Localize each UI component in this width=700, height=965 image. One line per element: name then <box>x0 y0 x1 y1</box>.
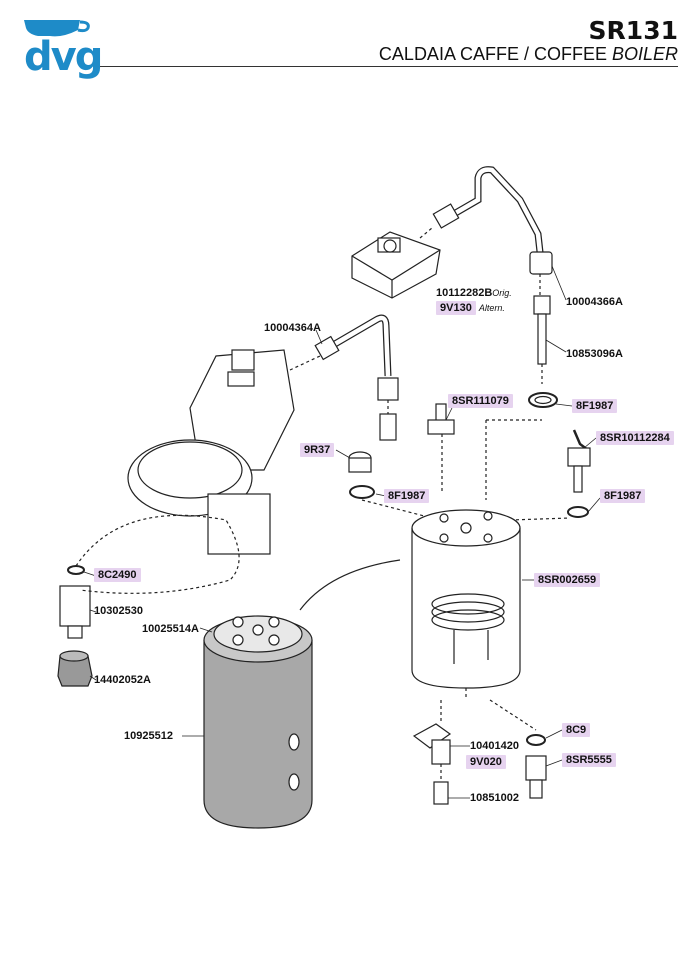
label-8F1987-top: 8F1987 <box>572 399 618 413</box>
label-8F1987-left: 8F1987 <box>384 489 430 503</box>
pipe-assembly-right <box>432 166 553 296</box>
label-9R37: 9R37 <box>300 443 335 457</box>
coffee-cup-icon <box>24 20 90 37</box>
label-10112282B: 10112282BOrig. <box>436 287 512 299</box>
fitting-8SR5555 <box>489 699 547 799</box>
gasket-8F1987-top <box>528 392 558 408</box>
label-10004366A: 10004366A <box>566 296 623 308</box>
label-9V020: 9V020 <box>466 755 506 769</box>
valve-10302530 <box>59 585 91 639</box>
cap-14402052A <box>57 650 93 687</box>
brand-name: dvg <box>24 34 103 80</box>
label-8SR111079: 8SR111079 <box>448 394 513 408</box>
label-8SR5555: 8SR5555 <box>562 753 616 767</box>
plug <box>348 451 372 473</box>
label-10302530: 10302530 <box>94 605 143 617</box>
washer-8C9 <box>526 734 546 746</box>
label-9V130: 9V130 Altern. <box>436 301 505 315</box>
pipe-assembly-left <box>314 314 399 441</box>
coffee-boiler <box>299 509 521 700</box>
gasket-8F1987-left <box>349 485 375 499</box>
fitting-tube <box>533 295 551 384</box>
label-8SR002659: 8SR002659 <box>534 573 601 587</box>
oring-8C2490 <box>67 565 85 575</box>
label-10025514A: 10025514A <box>142 623 199 635</box>
solenoid-valve <box>412 700 452 805</box>
label-14402052A: 14402052A <box>94 674 151 686</box>
label-10925512: 10925512 <box>124 730 173 742</box>
header-divider <box>100 66 678 67</box>
label-8C9: 8C9 <box>562 723 591 737</box>
page-title: CALDAIA CAFFE / COFFEE BOILER <box>378 44 678 64</box>
label-8F1987-right: 8F1987 <box>600 489 646 503</box>
label-10401420: 10401420 <box>470 740 519 752</box>
label-10853096A: 10853096A <box>566 348 623 360</box>
brand-logo <box>22 16 92 45</box>
label-10851002: 10851002 <box>470 792 519 804</box>
label-8C2490: 8C2490 <box>94 568 141 582</box>
group-head <box>127 349 321 555</box>
level-probe <box>567 429 591 493</box>
label-8SR10112284: 8SR10112284 <box>596 431 674 445</box>
thermostat <box>427 403 455 494</box>
insulation-cover <box>203 615 313 829</box>
model-number: SR131 <box>588 16 678 45</box>
label-10004364A: 10004364A <box>264 322 321 334</box>
pressure-switch <box>351 227 441 299</box>
gasket-8F1987-right <box>567 506 589 518</box>
